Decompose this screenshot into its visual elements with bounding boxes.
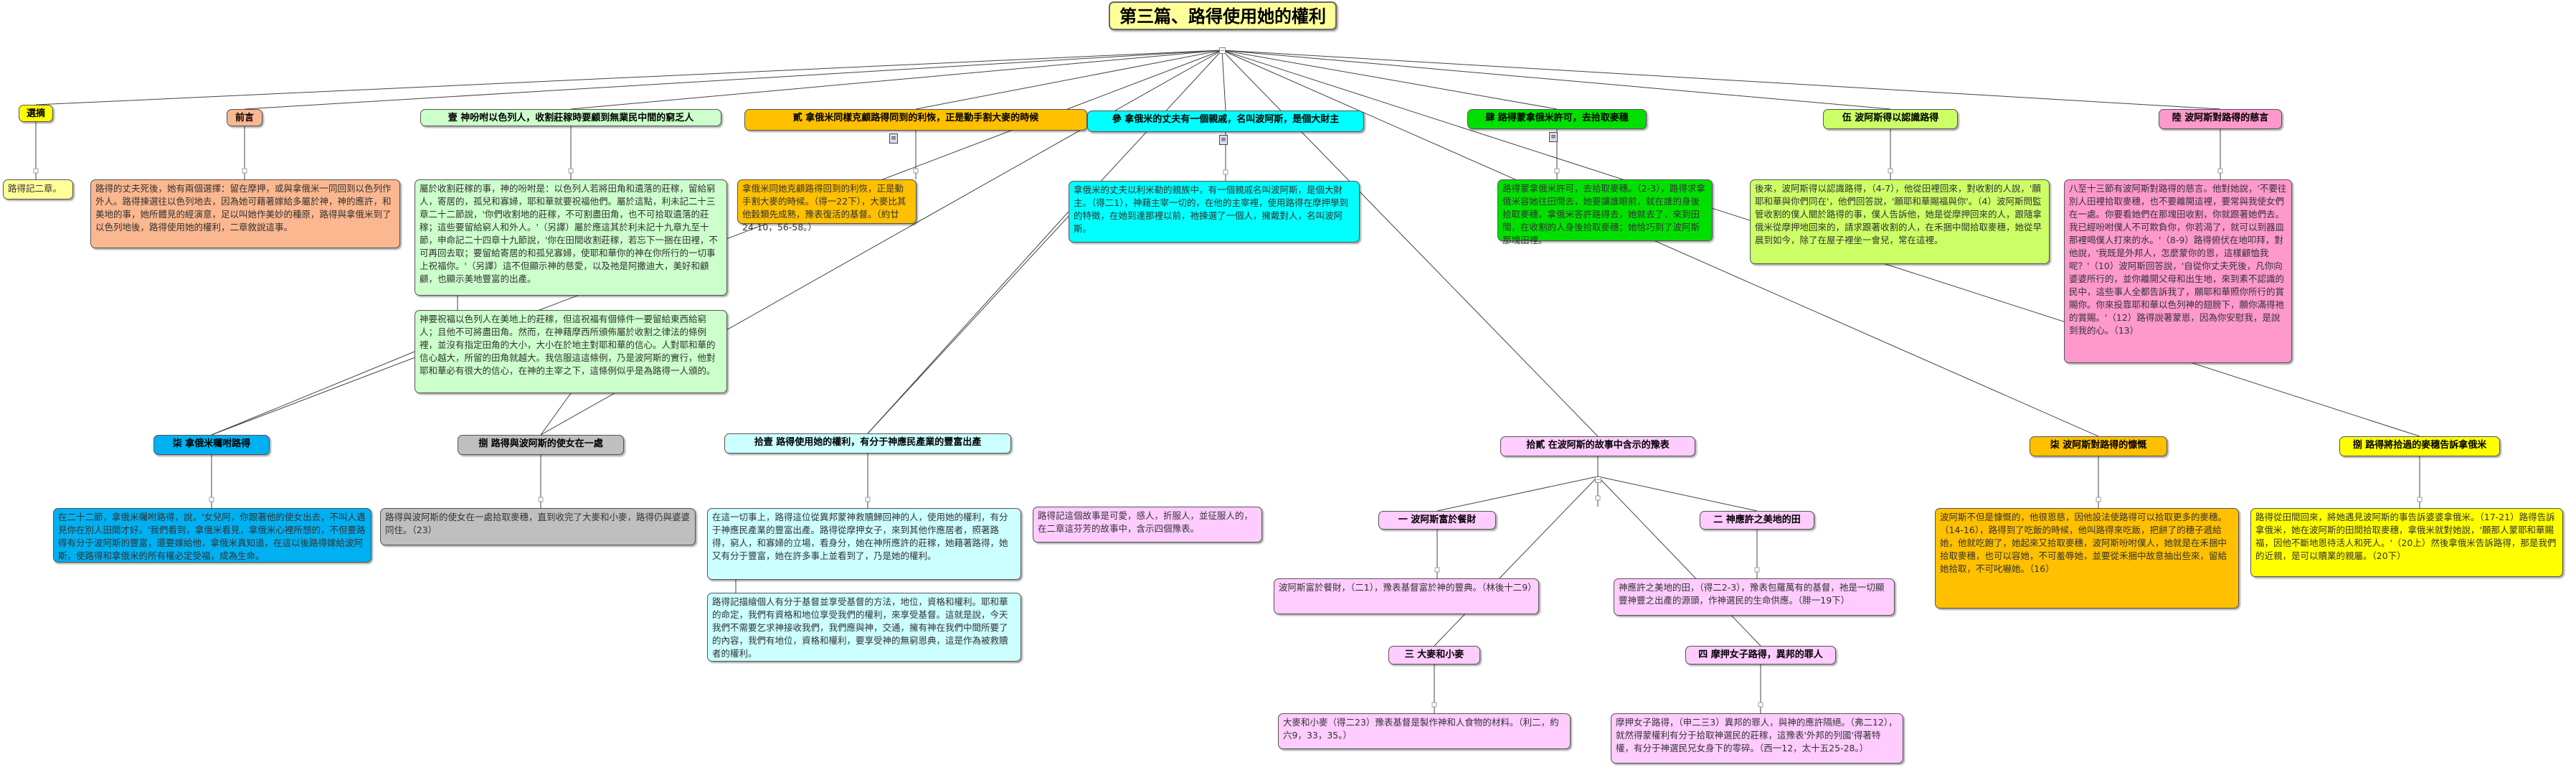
subtopic-2[interactable]: 二 神應許之美地的田 xyxy=(1700,511,1814,530)
body-7: 在二十二節，拿俄米囑咐路得，說，'女兒阿，你跟著他的使女出去，不叫人遇見你在別人… xyxy=(53,508,371,563)
topic-selection[interactable]: 選摘 xyxy=(19,105,53,122)
topic-5[interactable]: 伍 波阿斯得以認識路得 xyxy=(1823,109,1958,129)
body-2: 拿俄米同她克顧路得回到的利恢，正是動手割大麥的時候。（得一22下），大麥比其他穀… xyxy=(737,179,917,232)
note-icon[interactable]: ≡ xyxy=(1219,135,1228,145)
topic-4[interactable]: 肆 路得蒙拿俄米許可，去拾取麥穗 xyxy=(1467,109,1647,129)
topic-9[interactable]: 拾壹 路得使用她的權利，有分于神應民產業的豐富出產 xyxy=(724,433,1011,454)
root-connector xyxy=(1221,50,1226,111)
root-title[interactable]: 第三篇、路得使用她的權利 xyxy=(1109,1,1337,30)
subtopic-connector xyxy=(1597,476,1761,647)
body-10: 路得記這個故事是可愛，感人，折服人，並征服人的，在二章這芬芳的故事中，含示四個豫… xyxy=(1033,507,1262,542)
node-handle[interactable] xyxy=(2417,497,2423,502)
node-handle[interactable] xyxy=(1554,168,1560,174)
node-handle[interactable] xyxy=(865,497,871,502)
body-1: 屬於收割莊稼的事，神的吩咐是：以色列人若將田角和遺落的莊稼，留給窮人，寄居的，孤… xyxy=(415,179,727,296)
subtopic-connector xyxy=(1597,476,1758,512)
topic-1[interactable]: 壹 神吩咐以色列人，收割莊稼時要顧到無業民中間的窮乏人 xyxy=(420,109,721,126)
note-icon[interactable]: ≡ xyxy=(889,133,898,144)
subtopic-3[interactable]: 三 大麥和小麥 xyxy=(1388,646,1480,664)
subtopic-connector xyxy=(1434,476,1599,647)
body-4: 路得蒙拿俄米許可，去拾取麥穗。（2-3），路得求拿俄米容她往田間去，她要讓誰眼前… xyxy=(1497,179,1713,245)
body-8: 路得與波阿斯的使女在一處拾取麥穗，直到收完了大麥和小麥，路得仍與婆婆同住。（23… xyxy=(380,508,696,545)
body-selection: 路得記二章。 xyxy=(3,179,73,199)
body-6: 八至十三節有波阿斯對路得的慈言。他對她說，'不要往別人田裡拾取麥穗，也不要離開這… xyxy=(2064,179,2292,363)
topic-7[interactable]: 柒 拿俄米囑咐路得 xyxy=(153,435,270,455)
root-connector xyxy=(244,50,1223,110)
body-1b: 神要祝福以色列人在美地上的莊稼，但這祝福有個條件一要留給東西給窮人；且他不可將盡… xyxy=(415,310,727,393)
node-handle[interactable] xyxy=(1888,168,1893,174)
topic-preface[interactable]: 前言 xyxy=(227,109,262,126)
node-handle[interactable] xyxy=(209,497,214,502)
node-handle[interactable] xyxy=(538,497,544,502)
body-5: 後來，波阿斯得以認識路得，（4-7），他從田裡回來，對收割的人說，'願耶和華與你… xyxy=(1750,179,2050,264)
topic-6[interactable]: 陸 波阿斯對路得的慈言 xyxy=(2159,109,2282,129)
subtopic-connector xyxy=(1436,476,1599,512)
root-collapse-toggle[interactable]: − xyxy=(1219,47,1226,54)
root-connector xyxy=(1221,50,1891,110)
node-handle[interactable] xyxy=(33,168,39,174)
cross-link xyxy=(211,351,415,436)
topic-3[interactable]: 參 拿俄米的丈夫有一個親戚，名叫波阿斯，是個大財主 xyxy=(1087,111,1364,132)
root-connector xyxy=(1221,50,2221,110)
cross-link xyxy=(867,211,1069,434)
subtopic-3-body: 大麥和小麥（得二23）豫表基督是製作神和人食物的材料。（利二，約六9，33，35… xyxy=(1278,713,1571,749)
body-11: 波阿斯不但是慷慨的，他很恩慈，因他設法使路得可以拾取更多的麥穗。（14-16），… xyxy=(1935,508,2239,609)
topic-8[interactable]: 捌 路得與波阿斯的使女在一處 xyxy=(458,435,624,455)
node-handle[interactable] xyxy=(913,168,919,174)
body-12: 路得從田間回來，將她遇見波阿斯的事告訴婆婆拿俄米。（17-21）路得告訴拿俄米，… xyxy=(2250,508,2563,577)
topic-10[interactable]: 拾貳 在波阿斯的故事中含示的豫表 xyxy=(1500,436,1695,456)
node-handle[interactable] xyxy=(1595,495,1601,501)
subtopic-4[interactable]: 四 摩押女子路得，異邦的罪人 xyxy=(1685,646,1836,664)
topic-12[interactable]: 捌 路得將拾過的麥穗告訴拿俄米 xyxy=(2339,436,2500,456)
root-connector xyxy=(1221,50,1558,110)
node-handle[interactable] xyxy=(1431,702,1437,708)
node-handle[interactable] xyxy=(1434,567,1440,573)
subtopic-collapse-toggle[interactable]: − xyxy=(1595,476,1601,483)
subtopic-4-body: 摩押女子路得，（申二三3）異邦的罪人，與神的應許隔絕。（弗二12），就然得蒙權利… xyxy=(1611,713,1903,764)
root-connector xyxy=(35,50,1223,105)
body-9b: 路得記描繪個人有分于基督並享受基督的方法，地位，資格和權利。耶和華的命定，我們有… xyxy=(707,593,1021,662)
node-handle[interactable] xyxy=(1223,169,1228,175)
node-handle[interactable] xyxy=(242,168,247,174)
topic-11[interactable]: 柒 波阿斯對路得的慷慨 xyxy=(2030,436,2167,456)
node-handle[interactable] xyxy=(2217,168,2223,174)
topic-2[interactable]: 貳 拿俄米同樣克顧路得同到的利恢，正是動手割大麥的時候 xyxy=(744,109,1087,131)
node-handle[interactable] xyxy=(1758,702,1763,708)
root-connector xyxy=(570,50,1223,110)
subtopic-1-body: 波阿斯富於餐財，（二1），豫表基督富於神的豐典。（林後十二9） xyxy=(1274,578,1539,614)
node-handle[interactable] xyxy=(1754,567,1760,573)
root-connector xyxy=(915,50,1223,110)
node-handle[interactable] xyxy=(568,168,574,174)
subtopic-2-body: 神應許之美地的田，（得二2-3），豫表包羅萬有的基督，祂是一切顯豐神豐之出產的源… xyxy=(1614,578,1895,616)
node-handle[interactable] xyxy=(2096,497,2101,502)
body-3: 拿俄米的丈夫以利米勒的親族中，有一個親戚名叫波阿斯，是個大財主。（得二1），神藉… xyxy=(1069,181,1360,243)
body-9: 在這一切事上，路得這位從異邦蒙神救贖歸回神的人，使用她的權利，有分于神應民產業的… xyxy=(707,508,1021,580)
cross-link xyxy=(540,393,572,436)
subtopic-1[interactable]: 一 波阿斯富於餐財 xyxy=(1378,511,1496,530)
note-icon[interactable]: ≡ xyxy=(1549,132,1558,142)
body-preface: 路得的丈夫死後，她有兩個選擇：留在摩押，或與拿俄米一同回到以色列作外人。路得揀選… xyxy=(90,179,400,248)
